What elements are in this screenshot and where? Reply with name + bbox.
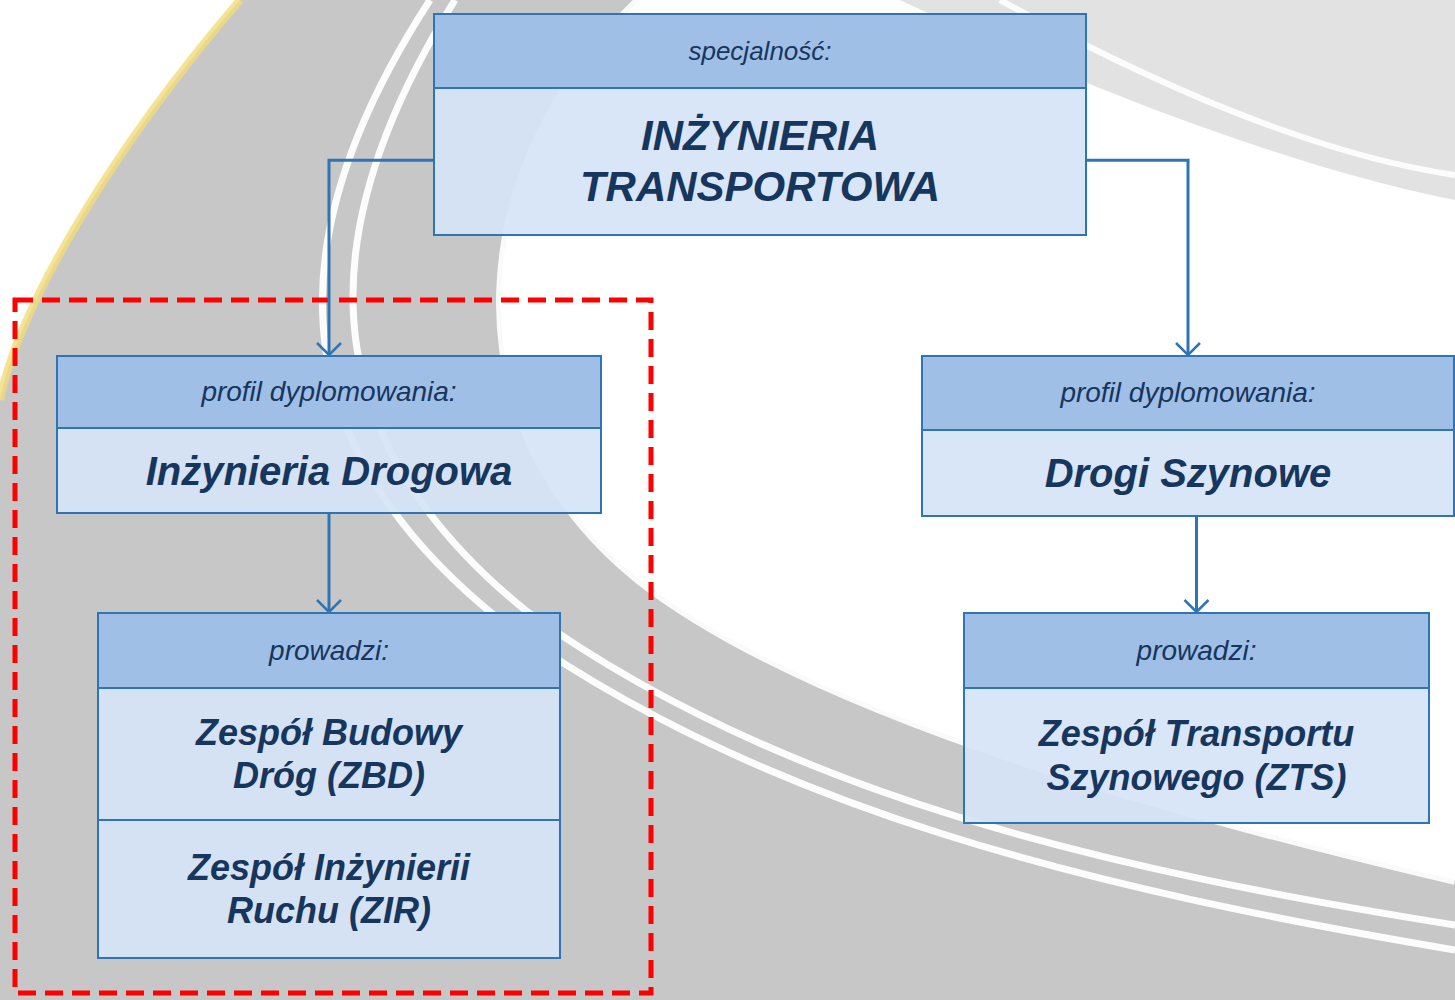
box-title: Zespół Transportu Szynowego (ZTS) (1020, 712, 1373, 798)
header-label: prowadzi: (1137, 635, 1257, 667)
header-label: specjalność: (688, 36, 831, 67)
box-title: Drogi Szynowe (1045, 449, 1332, 497)
arrow-connector (329, 160, 433, 355)
box-title: Zespół Inżynierii Ruchu (ZIR) (154, 846, 504, 932)
profile-box: profil dyplomowania: Drogi Szynowe (921, 355, 1455, 517)
arrow-connector (1087, 160, 1188, 355)
box-header: profil dyplomowania: (923, 357, 1453, 429)
profile-box: profil dyplomowania: Inżynieria Drogowa (56, 355, 602, 514)
box-header: specjalność: (435, 15, 1085, 87)
profile-box: prowadzi: Zespół Transportu Szynowego (ZT… (963, 612, 1430, 824)
arrow-connector (328, 514, 331, 612)
header-label: profil dyplomowania: (201, 376, 456, 408)
box-title: INŻYNIERIA TRANSPORTOWA (505, 111, 1015, 212)
profile-box: specjalność: INŻYNIERIA TRANSPORTOWA (433, 13, 1087, 236)
box-body: Zespół Budowy Dróg (ZBD) (99, 687, 559, 819)
box-body: Zespół Transportu Szynowego (ZTS) (965, 687, 1428, 822)
box-body: Drogi Szynowe (923, 429, 1453, 515)
header-label: profil dyplomowania: (1060, 377, 1315, 409)
profile-box: prowadzi: Zespół Budowy Dróg (ZBD) Zespół … (97, 612, 561, 959)
header-label: prowadzi: (269, 635, 389, 667)
road-edge-line (0, 0, 240, 400)
box-body: Zespół Inżynierii Ruchu (ZIR) (99, 819, 559, 957)
box-header: prowadzi: (99, 614, 559, 687)
box-body: INŻYNIERIA TRANSPORTOWA (435, 87, 1085, 234)
group-frame (15, 300, 651, 993)
box-title: Zespół Budowy Dróg (ZBD) (154, 711, 504, 797)
box-header: prowadzi: (965, 614, 1428, 687)
arrow-connector (1195, 517, 1198, 612)
box-header: profil dyplomowania: (58, 357, 600, 427)
box-title: Inżynieria Drogowa (146, 447, 513, 495)
box-body: Inżynieria Drogowa (58, 427, 600, 512)
